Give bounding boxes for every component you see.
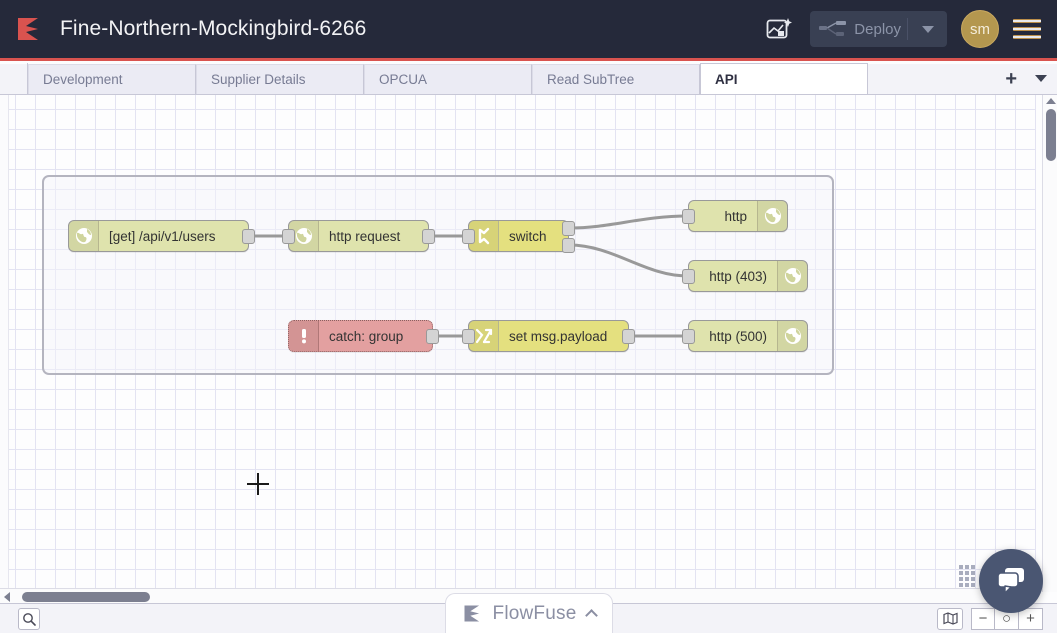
avatar-initials: sm bbox=[970, 20, 990, 38]
tab-label: Read SubTree bbox=[547, 72, 635, 87]
node-input-port[interactable] bbox=[462, 329, 475, 344]
node-change-set-payload[interactable]: set msg.payload bbox=[462, 320, 635, 352]
node-label: http (500) bbox=[709, 328, 767, 344]
chevron-down-icon[interactable] bbox=[1035, 75, 1047, 82]
scroll-up-arrow-icon[interactable] bbox=[1046, 98, 1056, 104]
deploy-nodes-icon bbox=[819, 21, 847, 36]
tab-opcua[interactable]: OPCUA bbox=[364, 64, 532, 94]
scroll-left-arrow-icon[interactable] bbox=[4, 592, 10, 602]
node-http-response-500[interactable]: http (500) bbox=[682, 320, 808, 352]
globe-icon bbox=[777, 261, 807, 291]
globe-icon bbox=[757, 201, 787, 231]
node-http-response-403[interactable]: http (403) bbox=[682, 260, 808, 292]
tab-read-subtree[interactable]: Read SubTree bbox=[532, 64, 700, 94]
tab-label: Development bbox=[43, 72, 123, 87]
chat-bubbles-icon[interactable] bbox=[979, 549, 1043, 613]
node-label: http (403) bbox=[709, 268, 767, 284]
chevron-up-icon[interactable] bbox=[585, 609, 599, 622]
deploy-button[interactable]: Deploy bbox=[810, 11, 947, 47]
flow-canvas[interactable]: [get] /api/v1/users http request bbox=[0, 95, 1057, 633]
node-input-port[interactable] bbox=[682, 269, 695, 284]
navigator-map-icon[interactable] bbox=[937, 607, 963, 630]
node-input-port[interactable] bbox=[282, 229, 295, 244]
node-label: [get] /api/v1/users bbox=[109, 228, 216, 244]
drag-grip-icon[interactable] bbox=[959, 565, 975, 593]
deploy-separator bbox=[907, 18, 908, 40]
globe-icon bbox=[69, 221, 99, 251]
node-input-port[interactable] bbox=[682, 209, 695, 224]
horizontal-scrollbar-thumb[interactable] bbox=[22, 591, 150, 602]
crosshair-cursor bbox=[247, 473, 269, 495]
page-title: Fine-Northern-Mockingbird-6266 bbox=[60, 17, 367, 40]
tab-bar-actions: + bbox=[985, 63, 1057, 94]
flowfuse-logo-icon bbox=[464, 605, 479, 622]
tab-label: OPCUA bbox=[379, 72, 428, 87]
tab-development[interactable]: Development bbox=[28, 64, 196, 94]
deploy-button-label: Deploy bbox=[854, 20, 901, 38]
canvas-view-controls: − ○ + bbox=[937, 607, 1057, 630]
canvas-left-gutter bbox=[0, 95, 9, 592]
node-label: switch bbox=[509, 228, 547, 244]
app-header: Fine-Northern-Mockingbird-6266 bbox=[0, 0, 1057, 61]
flowfuse-logo-icon bbox=[16, 16, 46, 42]
flowfuse-widget-label: FlowFuse bbox=[492, 602, 577, 624]
globe-icon bbox=[289, 221, 319, 251]
header-actions: Deploy sm bbox=[762, 10, 1057, 48]
node-input-port[interactable] bbox=[462, 229, 475, 244]
node-label: catch: group bbox=[329, 328, 404, 344]
chevron-down-icon[interactable] bbox=[922, 25, 934, 33]
node-label: set msg.payload bbox=[509, 328, 608, 344]
tab-label: API bbox=[715, 71, 738, 87]
tab-supplier-details[interactable]: Supplier Details bbox=[196, 64, 364, 94]
globe-icon bbox=[777, 321, 807, 351]
flow-tab-bar: Development Supplier Details OPCUA Read … bbox=[0, 63, 1057, 95]
exclamation-icon bbox=[289, 321, 319, 351]
flowfuse-widget[interactable]: FlowFuse bbox=[445, 593, 613, 633]
hamburger-menu-icon[interactable] bbox=[1013, 15, 1041, 43]
node-switch[interactable]: switch bbox=[462, 220, 575, 253]
zoom-out-button[interactable]: − bbox=[971, 607, 995, 630]
node-input-port[interactable] bbox=[682, 329, 695, 344]
tab-label: Supplier Details bbox=[211, 72, 306, 87]
tab-bar-left-gutter bbox=[0, 63, 28, 94]
ai-flow-assistant-icon[interactable] bbox=[762, 12, 796, 46]
node-label: http request bbox=[329, 228, 401, 244]
node-http-in[interactable]: [get] /api/v1/users bbox=[68, 220, 255, 252]
node-http-response-default[interactable]: http bbox=[682, 200, 788, 232]
tab-api[interactable]: API bbox=[700, 63, 868, 94]
node-output-port[interactable] bbox=[242, 229, 255, 244]
node-output-port[interactable] bbox=[422, 229, 435, 244]
node-catch[interactable]: catch: group bbox=[288, 320, 439, 352]
node-http-request[interactable]: http request bbox=[282, 220, 435, 252]
canvas-grid bbox=[0, 95, 1036, 592]
node-output-port-1[interactable] bbox=[562, 238, 575, 253]
add-flow-icon[interactable]: + bbox=[1005, 67, 1017, 90]
node-output-port[interactable] bbox=[426, 329, 439, 344]
zoom-in-button[interactable]: + bbox=[1019, 607, 1043, 630]
vertical-scrollbar[interactable] bbox=[1042, 95, 1057, 592]
node-output-port[interactable] bbox=[622, 329, 635, 344]
avatar[interactable]: sm bbox=[961, 10, 999, 48]
search-icon[interactable] bbox=[18, 607, 40, 630]
node-output-port-0[interactable] bbox=[562, 221, 575, 236]
node-label: http bbox=[724, 208, 747, 224]
vertical-scrollbar-thumb[interactable] bbox=[1045, 109, 1056, 161]
